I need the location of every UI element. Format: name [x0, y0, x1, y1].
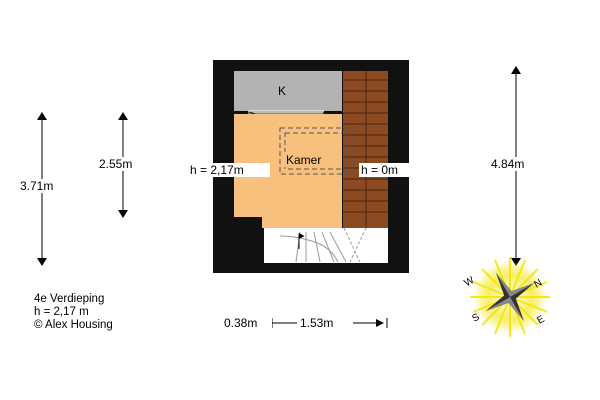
compass-w: W: [463, 275, 477, 290]
height-label-left: h = 2,17m: [190, 163, 244, 177]
dim-right: 4.84m: [489, 66, 543, 266]
copyright: © Alex Housing: [34, 319, 113, 331]
compass-s: S: [470, 312, 482, 325]
k-label: K: [278, 84, 286, 98]
dim-left-inner: 2.55m: [97, 112, 149, 218]
floor-name: 4e Verdieping: [34, 293, 105, 305]
dim-left-outer: 3.71m: [18, 112, 68, 266]
height-label-right: h = 0m: [361, 163, 398, 177]
kamer-label: Kamer: [286, 153, 321, 167]
k-room: [234, 71, 342, 111]
svg-text:2.55m: 2.55m: [99, 157, 132, 171]
compass-n: N: [532, 277, 544, 290]
compass: N E S W: [463, 257, 550, 337]
kamer-room: [234, 114, 342, 228]
stairs: [343, 71, 388, 228]
floor-height: h = 2,17 m: [34, 306, 89, 318]
compass-e: E: [535, 314, 547, 327]
kamer-hatch: [279, 127, 353, 175]
dim-bottom-b: 1.53m: [300, 316, 333, 330]
dim-bottom: 0.38m 1.53m: [222, 316, 388, 330]
plan-info: 4e Verdieping h = 2,17 m © Alex Housing: [34, 293, 113, 332]
svg-text:3.71m: 3.71m: [20, 179, 53, 193]
dim-bottom-a: 0.38m: [224, 316, 257, 330]
stair-landing: [264, 228, 388, 263]
svg-text:4.84m: 4.84m: [491, 157, 524, 171]
